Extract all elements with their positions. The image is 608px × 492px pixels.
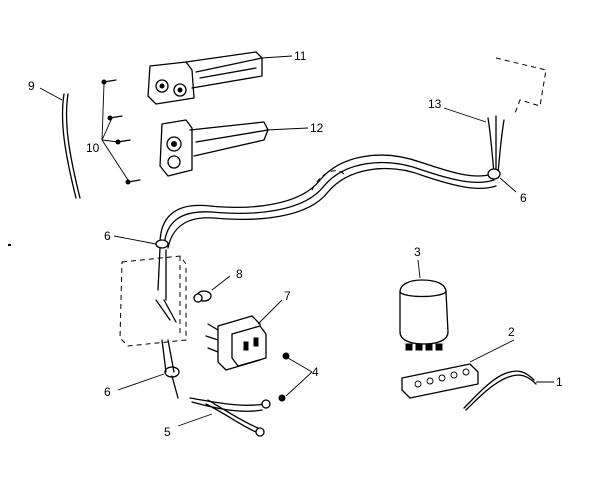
label-11: 11 bbox=[294, 49, 307, 63]
part-9-wire bbox=[61, 93, 81, 199]
part-1-wire bbox=[463, 370, 537, 411]
part-6-grommets bbox=[155, 168, 501, 378]
label-10: 10 bbox=[86, 141, 100, 155]
label-6-right: 6 bbox=[520, 191, 527, 205]
part-4-screws bbox=[278, 352, 290, 402]
label-1: 1 bbox=[556, 375, 563, 389]
part-7-receptacle bbox=[205, 315, 267, 371]
label-2: 2 bbox=[508, 325, 515, 339]
part-13-leads bbox=[487, 57, 547, 175]
label-3: 3 bbox=[414, 245, 421, 259]
label-6-upper: 6 bbox=[104, 229, 111, 243]
leader-lines bbox=[39, 55, 554, 427]
label-9: 9 bbox=[28, 79, 35, 93]
label-5: 5 bbox=[164, 425, 171, 439]
label-12: 12 bbox=[310, 121, 324, 135]
part-labels: 9 10 11 12 13 6 6 8 7 3 2 1 4 6 5 bbox=[28, 49, 563, 439]
part-3-capacitor bbox=[399, 279, 449, 351]
label-13: 13 bbox=[428, 97, 442, 111]
label-7: 7 bbox=[284, 289, 291, 303]
part-11-bracket bbox=[147, 51, 263, 105]
part-10-screws bbox=[101, 79, 141, 185]
part-5-leads bbox=[189, 397, 271, 437]
wire-harness bbox=[159, 154, 497, 249]
label-8: 8 bbox=[236, 267, 243, 281]
label-6-lower: 6 bbox=[104, 385, 111, 399]
label-4: 4 bbox=[312, 365, 319, 379]
part-8-bushing bbox=[193, 290, 212, 303]
stray-mark bbox=[8, 244, 11, 246]
junction-box bbox=[119, 247, 187, 399]
part-12-bracket bbox=[159, 119, 269, 177]
part-2-terminal-strip bbox=[401, 363, 479, 399]
